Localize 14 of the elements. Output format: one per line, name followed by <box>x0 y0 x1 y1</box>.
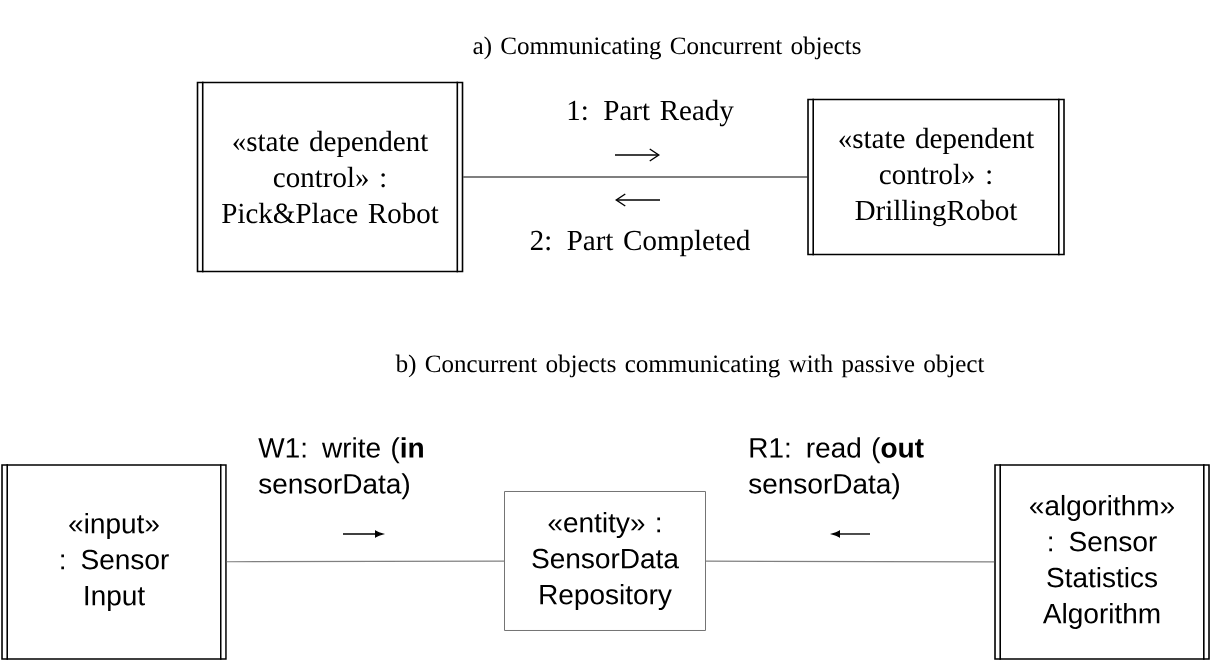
active-object-box: «input» : Sensor Input <box>1 463 227 660</box>
message-label: 1: Part Ready <box>568 99 734 127</box>
message-label: W1: write (in sensorData) <box>258 437 423 500</box>
title: a) Communicating Concurrent objects <box>473 36 861 60</box>
message-label: R1: read (out sensorData) <box>749 437 924 500</box>
connector-line <box>226 560 505 563</box>
active-object-box: «state dependent control» : Pick&Place Robot <box>196 80 464 274</box>
connector-line <box>462 176 808 178</box>
title: b) Concurrent objects communicating with passive object <box>395 354 985 378</box>
active-object-box: «state dependent control» : DrillingRobot <box>807 97 1065 257</box>
active-object-box: «algorithm» : Sensor Statistics Algorithm <box>994 463 1210 660</box>
passive-object-box: «entity» : SensorData Repository <box>504 491 706 631</box>
message-label: 2: Part Completed <box>530 229 750 257</box>
connector-line <box>705 560 995 563</box>
